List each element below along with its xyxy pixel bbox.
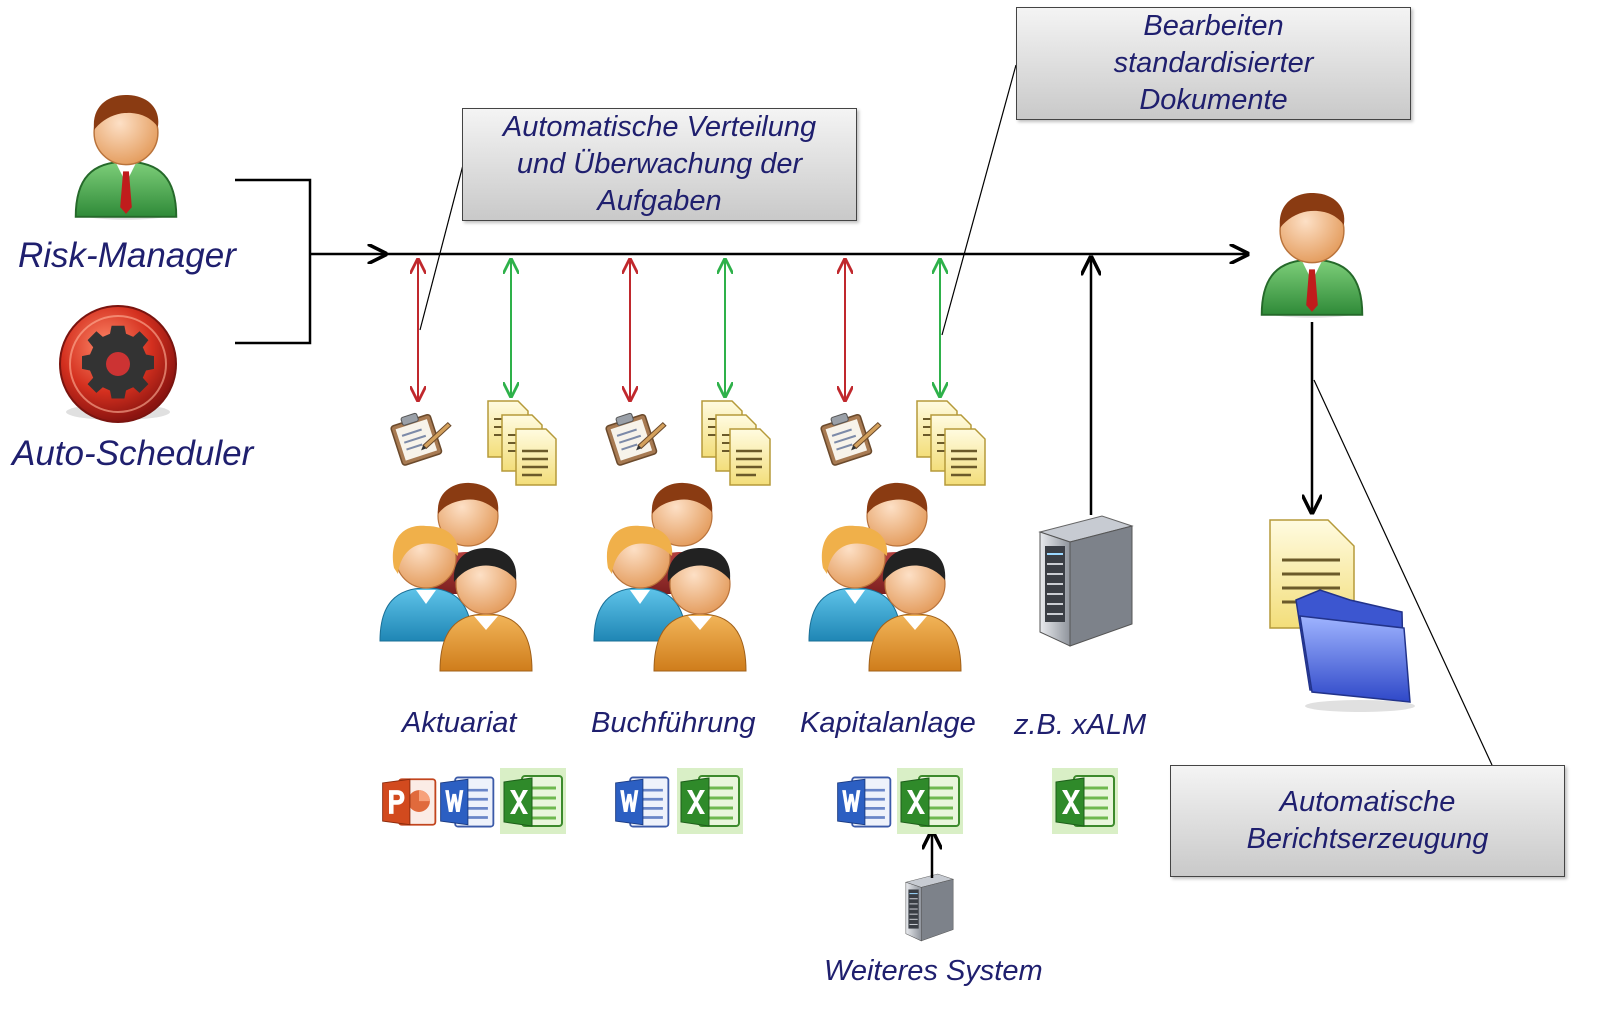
word-icon <box>439 776 495 828</box>
powerpoint-icon <box>381 778 437 826</box>
risk-manager-avatar-icon <box>74 93 178 221</box>
risk-manager-label: Risk-Manager <box>18 236 236 275</box>
excel-icon <box>500 768 566 834</box>
auto-scheduler-label: Auto-Scheduler <box>12 434 254 473</box>
callout-bearbeiten: Bearbeiten standardisierter Dokumente <box>1016 7 1411 120</box>
word-icon <box>836 776 892 828</box>
other-system-label: Weiteres System <box>824 955 1043 987</box>
task-arrows <box>418 260 845 400</box>
callout-line: Automatische Verteilung <box>502 111 817 143</box>
task-clipboard-icon <box>387 408 452 466</box>
department-label-kapitalanlage: Kapitalanlage <box>800 707 976 739</box>
callout-line: Bearbeiten <box>1143 10 1284 42</box>
callout-verteilung: Automatische Verteilung und Überwachung … <box>462 108 857 221</box>
documents-stack-icon <box>700 399 772 487</box>
excel-icon <box>1052 768 1118 834</box>
folder-icon <box>1295 589 1415 712</box>
documents-stack-icon <box>486 399 558 487</box>
document-arrows <box>511 260 940 396</box>
callout-line: Aufgaben <box>597 185 722 217</box>
department-label-buchfuehrung: Buchführung <box>591 707 756 739</box>
callout-leaders <box>419 64 1493 766</box>
callout-line: Berichtserzeugung <box>1246 823 1489 855</box>
other-system-server-icon <box>905 873 954 942</box>
word-icon <box>614 776 670 828</box>
documents-stack-icon <box>915 399 987 487</box>
team-aktuariat-icon <box>379 482 533 672</box>
callout-line: und Überwachung der <box>516 148 803 180</box>
team-kapitalanlage-icon <box>808 482 962 672</box>
department-label-xalm: z.B. xALM <box>1014 709 1147 741</box>
excel-icon <box>677 768 743 834</box>
auto-scheduler-gear-icon <box>59 305 177 423</box>
task-clipboard-icon <box>817 408 882 466</box>
department-label-aktuariat: Aktuariat <box>402 707 517 739</box>
report-recipient-avatar-icon <box>1260 191 1364 319</box>
actor-bracket <box>235 178 385 345</box>
callout-line: Automatische <box>1279 786 1456 818</box>
task-clipboard-icon <box>602 408 667 466</box>
xalm-server-icon <box>1038 514 1134 648</box>
excel-icon <box>897 768 963 834</box>
callout-line: Dokumente <box>1139 84 1288 116</box>
callout-bericht: Automatische Berichtserzeugung <box>1170 765 1565 877</box>
callout-line: standardisierter <box>1113 47 1314 79</box>
team-buchfuehrung-icon <box>593 482 747 672</box>
